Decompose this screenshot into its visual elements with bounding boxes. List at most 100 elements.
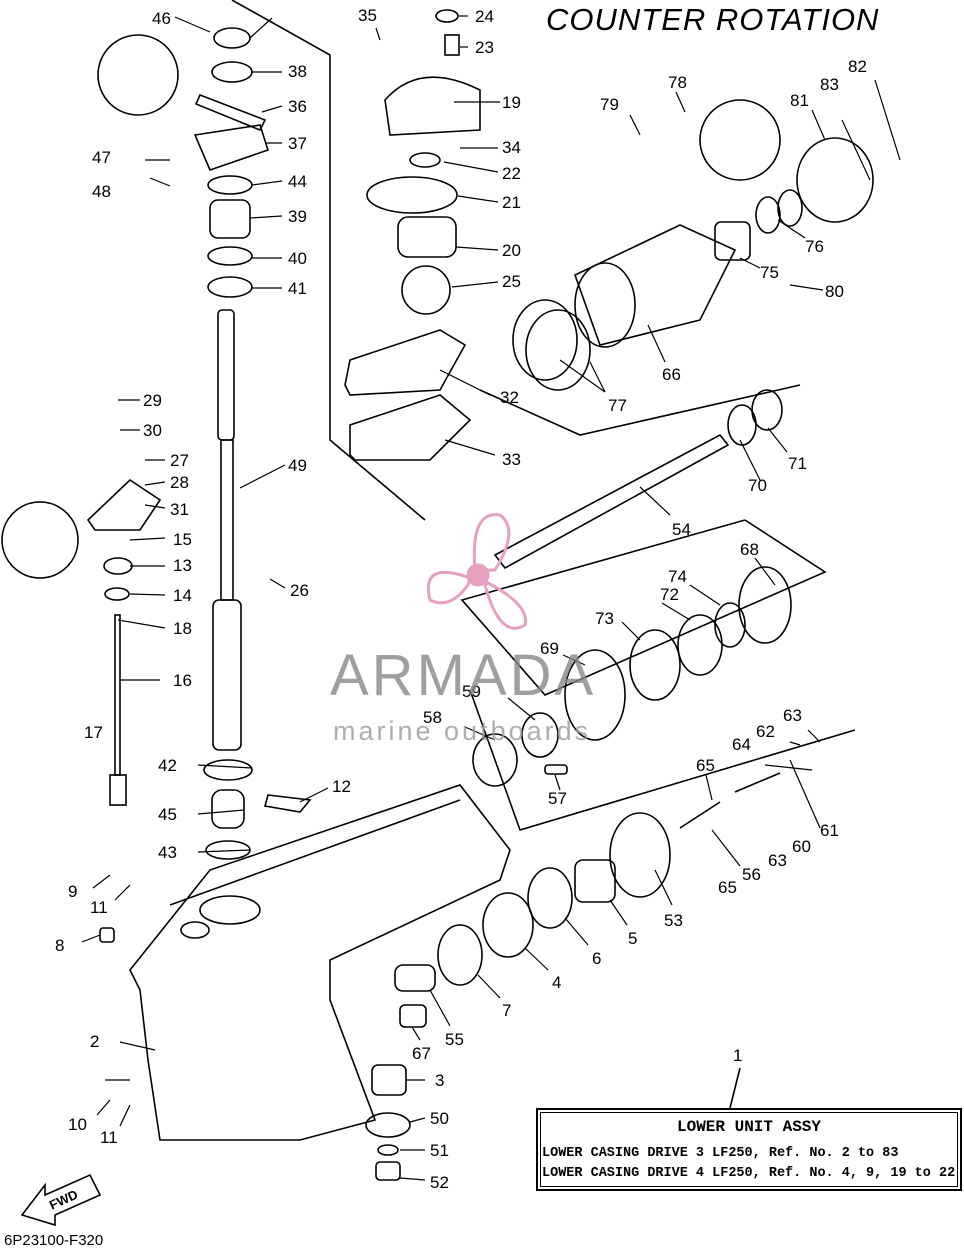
seal-76b: [777, 189, 803, 227]
group-outline-line: [460, 519, 827, 696]
callout-24: 24: [475, 7, 494, 26]
pinion-50: [365, 1112, 411, 1138]
bushing-67: [399, 1004, 427, 1028]
callout-23: 23: [475, 38, 494, 57]
callout-35: 35: [358, 6, 377, 25]
callout-44: 44: [288, 172, 307, 191]
seal-76a: [755, 196, 781, 234]
gear-53: [609, 812, 671, 898]
retainer-73: [629, 629, 681, 701]
sleeve-44: [207, 175, 253, 195]
callout-52: 52: [430, 1173, 449, 1192]
legend-box: LOWER UNIT ASSY LOWER CASING DRIVE 3 LF2…: [536, 1108, 962, 1191]
callout-72: 72: [660, 585, 679, 604]
shim-40: [207, 246, 253, 266]
callout-29: 29: [143, 391, 162, 410]
oil-seal-38: [211, 61, 253, 83]
callout-70: 70: [748, 476, 767, 495]
callout-64: 64: [732, 735, 751, 754]
watermark-propeller-logo: [427, 513, 528, 630]
callout-46: 46: [152, 9, 171, 28]
bearing-3: [371, 1064, 407, 1096]
propeller-shaft-54: [493, 433, 730, 570]
legend-heading: LOWER UNIT ASSY: [676, 1118, 822, 1136]
callout-16: 16: [173, 671, 192, 690]
callout-51: 51: [430, 1141, 449, 1160]
callout-65b: 65: [718, 878, 737, 897]
callout-57: 57: [548, 789, 567, 808]
drive-shaft-lower: [212, 599, 242, 751]
cap-81: [796, 137, 874, 223]
callout-22: 22: [502, 164, 521, 183]
impeller-25: [401, 265, 451, 315]
callout-15: 15: [173, 530, 192, 549]
detail-circle-38: [97, 34, 179, 116]
shim-74: [714, 602, 746, 648]
callout-63a: 63: [783, 706, 802, 725]
callout-79: 79: [600, 95, 619, 114]
callout-1: 1: [733, 1046, 742, 1065]
shim-42: [203, 759, 253, 781]
casing-bore-small: [180, 921, 210, 939]
legend-inner-border: [540, 1112, 958, 1187]
callout-45: 45: [158, 805, 177, 824]
seal-13: [103, 557, 133, 575]
gear-69: [564, 649, 626, 741]
callout-5: 5: [628, 929, 637, 948]
drive-shaft-mid: [220, 439, 234, 601]
callout-81: 81: [790, 91, 809, 110]
legend-line-1: LOWER CASING DRIVE 3 LF250, Ref. No. 2 t…: [542, 1146, 899, 1161]
watermark-tagline: marine outboards: [333, 716, 592, 746]
shim-6: [527, 867, 573, 929]
callout-47: 47: [92, 148, 111, 167]
bearing-4: [482, 892, 534, 958]
callout-33: 33: [502, 450, 521, 469]
callout-32: 32: [500, 388, 519, 407]
leader-line: [729, 1067, 741, 1109]
callout-10: 10: [68, 1115, 87, 1134]
callout-74: 74: [668, 567, 687, 586]
callout-54: 54: [672, 520, 691, 539]
callout-68: 68: [740, 540, 759, 559]
callout-60: 60: [792, 837, 811, 856]
bearing-68: [738, 566, 792, 644]
callout-65a: 65: [696, 756, 715, 775]
callout-19: 19: [502, 93, 521, 112]
callout-69: 69: [540, 639, 559, 658]
gasket-33: [349, 394, 472, 461]
pad-12: [263, 794, 312, 813]
callout-66: 66: [662, 365, 681, 384]
legend-line-2: LOWER CASING DRIVE 4 LF250, Ref. No. 4, …: [542, 1166, 956, 1181]
oring-72: [677, 614, 723, 676]
callout-53: 53: [664, 911, 683, 930]
collar-23: [444, 34, 460, 56]
insert-cartridge-20: [397, 216, 457, 258]
oring-77a: [512, 299, 578, 381]
callout-2: 2: [90, 1032, 99, 1051]
oring-14: [104, 587, 130, 601]
callout-59: 59: [462, 682, 481, 701]
washer-51: [377, 1144, 399, 1156]
callout-17: 17: [84, 723, 103, 742]
shim-7: [437, 924, 483, 986]
callout-6: 6: [592, 949, 601, 968]
bearing-41: [207, 276, 253, 298]
plug-8: [99, 927, 115, 943]
diagram-code: 6P23100-F320: [4, 1232, 104, 1249]
callout-20: 20: [502, 241, 521, 260]
casing-edge: [169, 799, 461, 906]
plate-31: [86, 478, 162, 531]
callout-63b: 63: [768, 851, 787, 870]
shift-rod-end: [109, 774, 127, 806]
callout-58: 58: [423, 708, 442, 727]
drive-shaft-upper: [217, 309, 235, 441]
pin-57: [544, 764, 568, 775]
pin-60: [734, 772, 781, 793]
callout-49: 49: [288, 456, 307, 475]
bearing-75: [714, 221, 751, 261]
callout-55: 55: [445, 1030, 464, 1049]
group-outline-line: [479, 384, 801, 436]
callout-labels: 1 2 3 4 5 6 7 8 9 10 11 11 12 13 14 15 1…: [55, 6, 867, 1192]
grommet-24: [435, 9, 459, 23]
bearing-45: [211, 789, 245, 829]
